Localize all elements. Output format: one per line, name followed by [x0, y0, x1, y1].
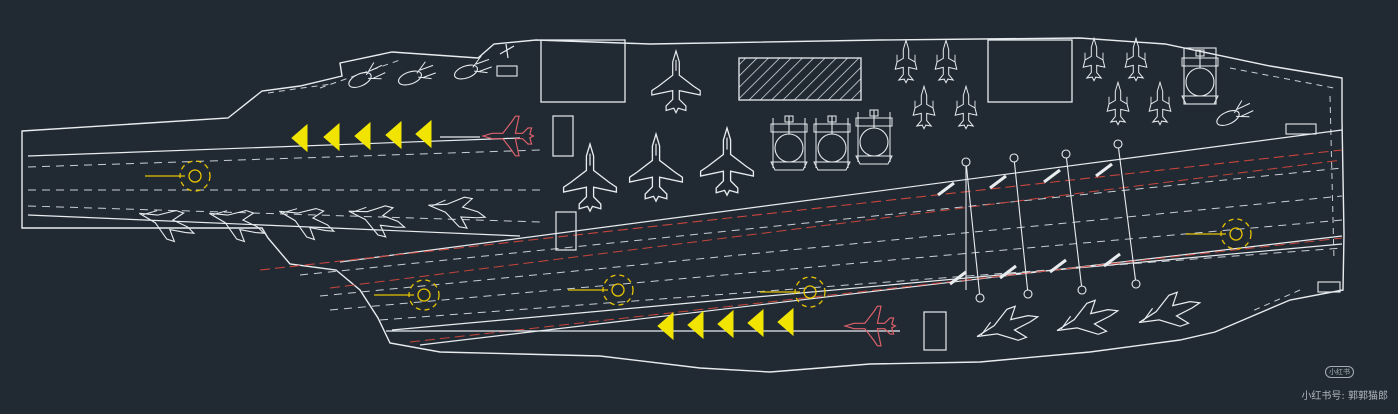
arrestor-wires: [937, 139, 1141, 303]
deck-outline: [21, 37, 1345, 373]
launching-jet-waist: [842, 305, 897, 347]
flying-aircraft: [344, 43, 1256, 131]
launching-jet-bow: [480, 115, 535, 157]
stern-jet-row: [971, 285, 1206, 354]
angled-centerline: [259, 149, 1343, 271]
elevator-hatched: [738, 57, 862, 101]
watermark: 小红书号: 郭郭猫郎: [1301, 391, 1388, 402]
launch-chevrons-waist: [657, 308, 794, 340]
small-block-1: [552, 115, 574, 157]
small-block-2: [555, 211, 577, 251]
watermark-badge: 小红书: [1325, 366, 1354, 378]
launch-chevrons-bow: [291, 120, 432, 152]
small-block-5: [1285, 123, 1317, 135]
angled-deck: [259, 129, 1343, 346]
small-block-3: [923, 311, 947, 351]
island-block-2: [987, 39, 1073, 103]
deck-edge-dashed: [267, 59, 1335, 313]
small-block-4: [496, 65, 518, 77]
island-block-1: [540, 39, 626, 103]
parked-jets: [562, 37, 1172, 212]
small-block-6: [1317, 281, 1341, 293]
